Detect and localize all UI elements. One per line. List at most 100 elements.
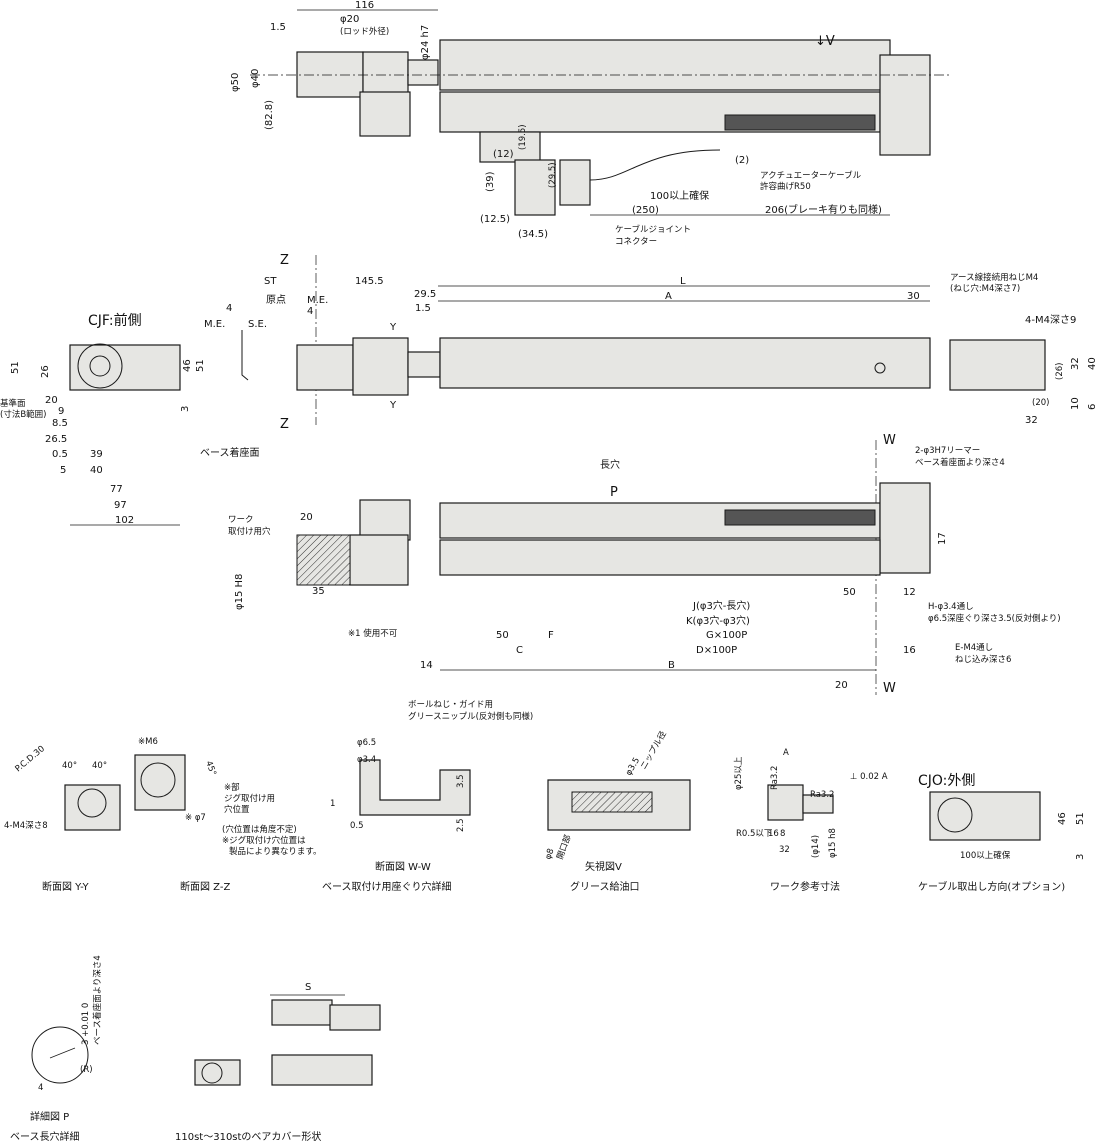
dim-35: 35	[312, 586, 325, 597]
top-view: 116 1.5 φ20 (ロッド外径) φ24 h7 φ50 φ40 (82.8…	[230, 0, 950, 247]
plan-end-cap	[879, 482, 931, 574]
actuator-body-top	[439, 39, 891, 91]
dim-C: C	[516, 645, 523, 656]
jig-note-3: 穴位置	[224, 804, 250, 815]
dim-8: 8	[780, 829, 785, 839]
section-z-top: Z	[280, 253, 289, 268]
work-mount-section	[296, 534, 351, 586]
rod-side	[407, 351, 441, 378]
motor-side	[296, 344, 354, 391]
unusable-note: ※1 使用不可	[348, 628, 398, 639]
work-reference: φ25以上 A Ra3.2 Ra3.2 ⊥ 0.02 A R0.5以下 16 8…	[734, 748, 888, 893]
radius-r: (R)	[80, 1065, 93, 1075]
earth-screw-note-2: (ねじ穴:M4深さ7)	[950, 283, 1020, 294]
datum-a: A	[783, 748, 789, 758]
dim-phi40: φ40	[250, 69, 261, 88]
angle-40-left: 40°	[62, 761, 77, 771]
earth-screw-note-1: アース線接続用ねじM4	[950, 272, 1038, 283]
section-w-bottom: W	[883, 681, 896, 696]
cjo-body	[929, 791, 1041, 841]
origin-label: 原点	[266, 294, 286, 306]
cjf-body	[69, 344, 181, 391]
reference-face-note-2: (寸法B範囲)	[0, 409, 46, 420]
dim-26: 26	[40, 365, 51, 378]
plan-bracket	[349, 534, 409, 586]
plan-base	[439, 539, 881, 576]
cjo-title: CJO:外側	[918, 773, 975, 789]
bellows-top-part-2	[329, 1004, 381, 1031]
dim-6: 6	[1087, 404, 1098, 410]
m4-depth8: 4-M4深さ8	[4, 821, 48, 831]
earth-screw	[874, 362, 886, 374]
detail-p-title-1: 詳細図 P	[30, 1110, 69, 1123]
dim-250: (250)	[632, 205, 659, 216]
dim-39-cjf: 39	[90, 449, 103, 460]
bracket-side	[352, 337, 409, 396]
dim-51-left: 51	[10, 361, 21, 374]
dim-116: 116	[355, 0, 374, 11]
bellows-cover: S 110st～310stのベアカバー形状	[175, 982, 381, 1143]
cjo-dim-51: 51	[1075, 812, 1086, 825]
bellows-title: 110st～310stのベアカバー形状	[175, 1130, 321, 1143]
rod-outer-diameter-note: (ロッド外径)	[340, 26, 389, 37]
work-ref-title: ワーク参考寸法	[770, 880, 840, 893]
side-view: Z Z ST 145.5 29.5 1.5 L A 30 原点 M.E. 4 4…	[204, 253, 1038, 432]
section-y-bottom: Y	[389, 400, 397, 411]
dim-20-plan: 20	[300, 512, 313, 523]
dim-16: 16	[903, 645, 916, 656]
dim-14: 14	[420, 660, 433, 671]
dim-82-8: (82.8)	[264, 100, 275, 130]
jig-note-1: ※部	[224, 782, 240, 793]
dim-1-5-side: 1.5	[415, 303, 431, 314]
section-z-bottom: Z	[280, 417, 289, 432]
cjo-dim-3: 3	[1075, 854, 1086, 860]
phi6-5: φ6.5	[357, 738, 376, 748]
bellows-bottom-body	[271, 1054, 373, 1086]
end-view-body	[949, 339, 1046, 391]
ra3-2-vertical: Ra3.2	[770, 766, 780, 790]
dim-19-5: (19.5)	[518, 124, 528, 150]
dim-phi50: φ50	[230, 73, 241, 92]
work-hole-note-1: ワーク	[228, 515, 254, 525]
dim-29-5: (29.5)	[548, 162, 558, 188]
dim-206: 206(ブレーキ有りも同様)	[765, 203, 882, 216]
section-w-title-2: ベース取付け用座ぐり穴詳細	[322, 880, 452, 893]
h-hole-note-1: H-φ3.4通し	[928, 601, 974, 612]
e-thread-note-1: E-M4通し	[955, 642, 993, 653]
dim-3-tol: 3 +0.01 0	[81, 1003, 91, 1045]
section-w-profile	[359, 759, 471, 816]
dim-51-right: 51	[195, 359, 206, 372]
reamer-note-1: 2-φ3H7リーマー	[915, 446, 980, 456]
dim-20: 20	[45, 395, 58, 406]
work-part-shaft	[802, 794, 834, 814]
dim-0-5-w: 0.5	[350, 821, 364, 831]
jig-note-2: ジグ取付け用	[224, 793, 275, 804]
dim-4: 4	[226, 303, 232, 314]
view-v-title-2: グリース給油口	[570, 880, 640, 893]
joint-note-2: コネクター	[615, 237, 657, 247]
detail-p: ベース着座面より深さ4 3 +0.01 0 (R) 4 詳細図 P ベース長穴詳…	[10, 955, 103, 1143]
cjf-bore	[89, 355, 111, 377]
section-y-title: 断面図 Y-Y	[42, 880, 90, 893]
dim-97: 97	[114, 500, 127, 511]
reference-face-note-1: 基準面	[0, 398, 26, 409]
actuator-cable	[589, 149, 721, 181]
me-label-2: M.E.	[204, 319, 225, 330]
phi14: (φ14)	[811, 835, 821, 858]
dim-12: (12)	[493, 149, 514, 160]
cjo-view: CJO:外側 46 51 3 100以上確保 ケーブル取出し方向(オプション)	[918, 773, 1086, 893]
dim-st: ST	[264, 276, 277, 287]
dim-1: 1	[330, 799, 335, 809]
cable-note-1: アクチュエーターケーブル	[760, 170, 862, 181]
jig-hole-note-1: ※ジグ取付け穴位置は	[222, 835, 306, 846]
dim-20-end: (20)	[1032, 398, 1049, 408]
nipple-diameter-label: ニップル径	[638, 729, 669, 772]
dim-B: B	[668, 660, 675, 671]
plan-view: W W 2-φ3H7リーマー ベース着座面より深さ4 長穴 P ワーク 取付け用…	[228, 433, 1061, 696]
dim-9: 9	[58, 406, 64, 417]
perpendicularity: ⊥ 0.02 A	[850, 772, 888, 782]
angle-45: 45°	[203, 760, 218, 778]
dim-D: D×100P	[696, 645, 737, 656]
dim-s: S	[305, 982, 311, 993]
detail-p-label: P	[610, 485, 618, 500]
